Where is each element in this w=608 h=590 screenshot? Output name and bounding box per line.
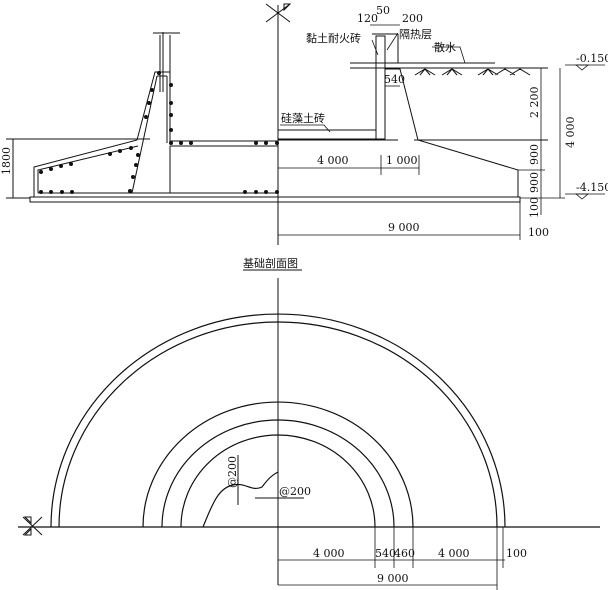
plan-dim-100: 100 [506,547,527,560]
label-clay-firebrick: 黏土耐火砖 [306,31,361,45]
furnace-lining-right: 黏土耐火砖 隔热层 散水 硅藻土砖 120 50 200 540 4 000 1… [277,4,608,240]
firebrick-wall [375,35,386,140]
section-view: 1800 黏土耐火砖 隔 [0,3,608,271]
plan-dim-4000-inner: 4 000 [313,547,345,560]
foundation-edge-arc [58,321,498,528]
diatomite-brick-layer [277,129,377,140]
outer-ring-arc [50,313,506,528]
rebar-spacing-horizontal: @200 [279,485,311,498]
dim-1000: 1 000 [386,154,418,167]
label-insulation: 隔热层 [399,28,432,41]
dim-4000-vertical: 4 000 [564,117,577,149]
elevation-bottom: -4.150 [576,181,608,194]
label-apron: 散水 [434,40,456,54]
dim-100-horizontal: 100 [528,226,549,239]
concrete-footing-left: 1800 [0,32,521,203]
plan-dim-4000-outer: 4 000 [438,547,470,560]
rebar-spacing-vertical: @200 [226,456,239,488]
ground-hatch [414,68,531,76]
symmetry-symbol-left [22,516,43,536]
label-diatomite-brick: 硅藻土砖 [281,111,325,125]
elevation-top: -0.150 [576,52,608,65]
dim-900-lower: 900 [528,172,541,193]
dim-4000: 4 000 [317,154,349,167]
dim-9000: 9 000 [388,221,420,234]
symmetry-symbol [265,3,292,23]
plan-view: @200 @200 4 000 540 460 4 000 100 9 000 [18,278,600,590]
plan-dim-460: 460 [394,547,415,560]
section-title: 基础剖面图 [243,256,298,270]
dim-50: 50 [376,4,390,17]
rebar-grid-patch [202,471,279,528]
plan-dimensions [278,527,505,590]
furnace-inner-arc [180,434,376,528]
dim-1800: 1800 [0,147,13,175]
plan-dim-9000: 9 000 [377,572,409,585]
dim-100-vertical: 100 [528,197,541,218]
wall-outer-arc [142,401,414,528]
dim-120: 120 [357,12,378,25]
dim-900-upper: 900 [528,144,541,165]
rebar-dots [39,71,279,194]
dim-200: 200 [402,12,423,25]
plan-dim-540: 540 [375,547,396,560]
dim-2200: 2 200 [528,87,541,119]
dim-540: 540 [384,73,405,86]
wall-mid-arc [161,419,395,528]
